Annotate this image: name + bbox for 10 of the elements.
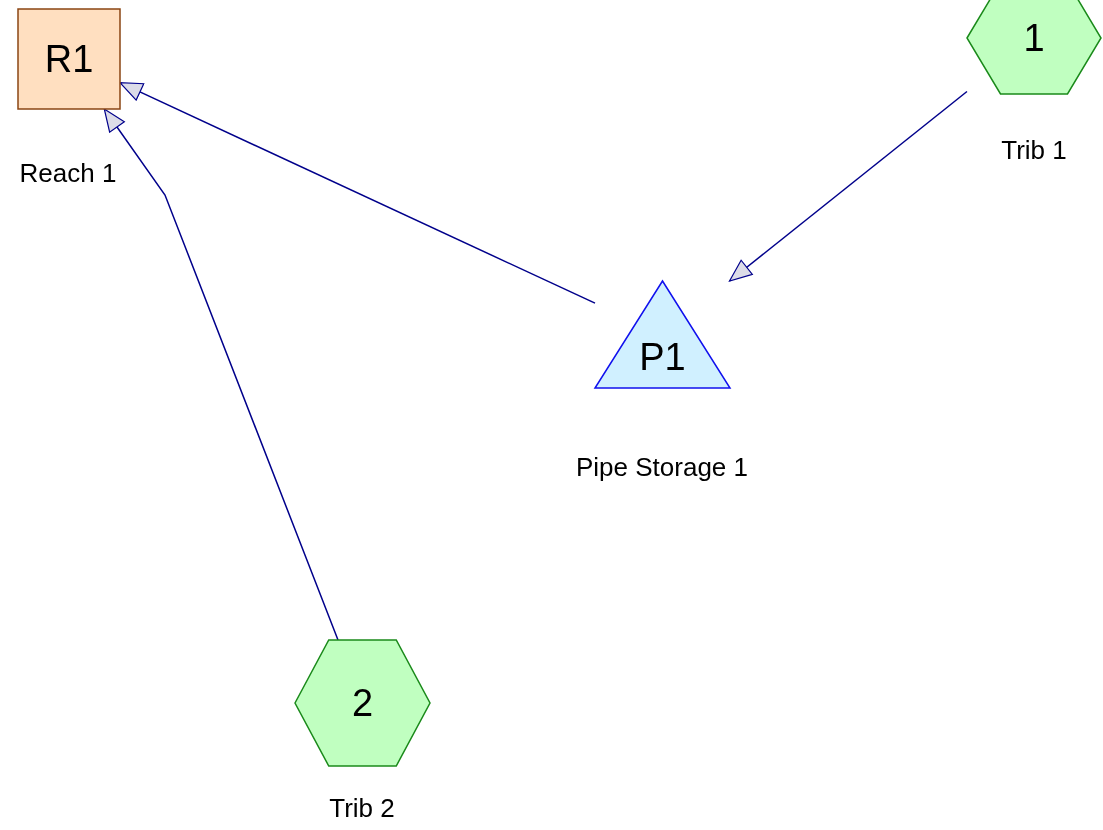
arrow bbox=[728, 90, 968, 282]
node-label: R1 bbox=[43, 40, 95, 78]
node-caption: Trib 2 bbox=[329, 795, 395, 821]
node-caption: Pipe Storage 1 bbox=[576, 454, 748, 480]
node-caption: Reach 1 bbox=[19, 160, 117, 186]
arrow bbox=[103, 108, 339, 641]
node-label: P1 bbox=[638, 338, 687, 376]
node-label: 2 bbox=[350, 684, 375, 722]
node-caption: Trib 1 bbox=[1001, 137, 1067, 163]
node-label: 1 bbox=[1022, 19, 1046, 57]
